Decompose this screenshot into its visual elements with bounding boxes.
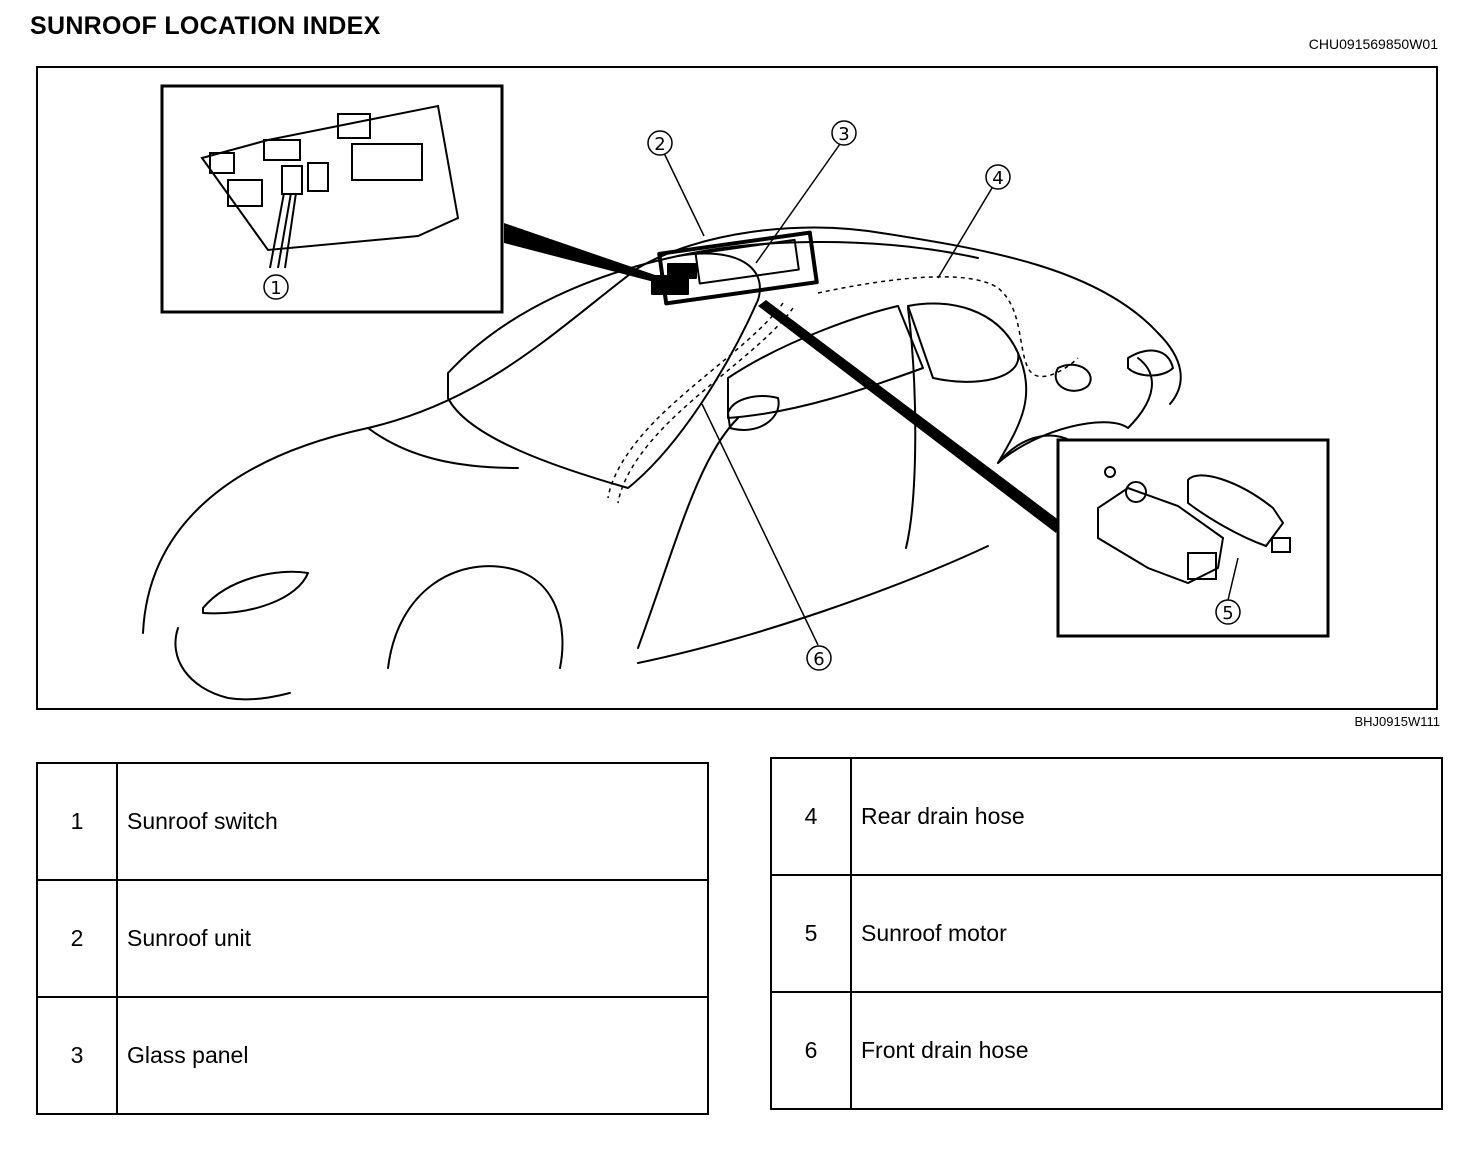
legend-name: Front drain hose (850, 991, 1443, 1110)
rear-body (997, 352, 1153, 464)
rear-window (907, 302, 1020, 383)
car-body-outline (142, 226, 1182, 634)
callout-6-group: 6 (806, 645, 832, 671)
legend-number: 4 (770, 757, 852, 876)
car-illustration: 1 5 2 (142, 84, 1330, 701)
roof-line (677, 241, 979, 259)
legend-number: 5 (770, 874, 852, 993)
legend-number: 2 (36, 879, 118, 998)
door-line (637, 307, 917, 649)
document-code: CHU091569850W01 (1308, 36, 1438, 52)
legend-table-right: 4 Rear drain hose 5 Sunroof motor 6 Fron… (770, 757, 1443, 1110)
callout-3: 3 (838, 124, 849, 145)
legend-row: 1 Sunroof switch (36, 762, 709, 881)
legend-row: 5 Sunroof motor (770, 874, 1443, 993)
callout-4: 4 (992, 168, 1003, 189)
location-diagram: 1 5 2 (36, 66, 1438, 710)
callout-1: 1 (270, 278, 281, 299)
rear-drain-hose-path (817, 276, 1079, 378)
legend-name: Rear drain hose (850, 757, 1443, 876)
mirror (727, 395, 780, 431)
page-title: SUNROOF LOCATION INDEX (30, 12, 381, 40)
figure-code: BHJ0915W111 (1354, 714, 1440, 729)
sunroof-motor-inset: 5 (1056, 438, 1330, 638)
legend-row: 2 Sunroof unit (36, 879, 709, 998)
side-window (727, 305, 924, 419)
legend-name: Sunroof unit (116, 879, 709, 998)
callout-1-circle (263, 274, 289, 300)
legend-number: 1 (36, 762, 118, 881)
legend-name: Sunroof switch (116, 762, 709, 881)
callout-4-group: 4 (985, 164, 1011, 190)
callout-5: 5 (1222, 603, 1233, 624)
front-drain-hose-path (607, 302, 784, 499)
front-wheel-arch (387, 565, 564, 669)
legend-row: 6 Front drain hose (770, 991, 1443, 1110)
callout-3-group: 3 (831, 120, 857, 146)
callout-2-group: 2 (647, 130, 673, 156)
legend-row: 4 Rear drain hose (770, 757, 1443, 876)
callout-6: 6 (813, 649, 824, 670)
legend-number: 6 (770, 991, 852, 1110)
legend-name: Sunroof motor (850, 874, 1443, 993)
front-bumper (174, 627, 291, 701)
tail-lamp (1127, 349, 1174, 377)
glass-panel-outline (694, 238, 800, 285)
callout-2: 2 (654, 134, 665, 155)
windshield (447, 252, 761, 489)
fuel-lid (1054, 363, 1092, 392)
headlamp (202, 570, 309, 615)
legend-name: Glass panel (116, 996, 709, 1115)
sill-line (637, 545, 989, 664)
legend-row: 3 Glass panel (36, 996, 709, 1115)
legend-number: 3 (36, 996, 118, 1115)
legend-table-left: 1 Sunroof switch 2 Sunroof unit 3 Glass … (36, 762, 709, 1115)
sunroof-switch-inset: 1 (160, 84, 504, 314)
hood-line (367, 427, 519, 469)
